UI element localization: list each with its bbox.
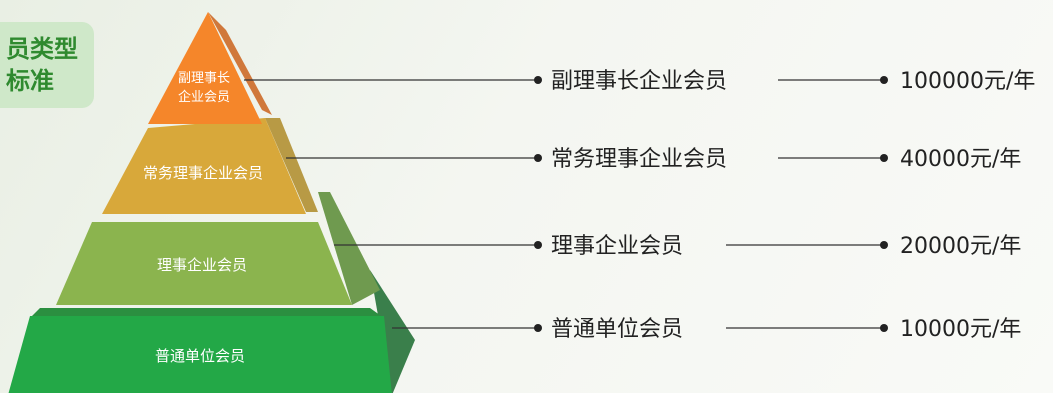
tier-4-connector-dot [534, 324, 542, 332]
tier-3-fee-dot [880, 241, 888, 249]
tier-1-pyramid-label-line1: 副理事长 [178, 71, 230, 86]
tier-4-top-edge [30, 308, 384, 318]
tier-4-pyramid-label: 普通单位会员 [155, 347, 245, 365]
tier-2-connector-dot [534, 154, 542, 162]
tier-2-fee-dot [880, 154, 888, 162]
badge-title-line2: 标准 [6, 67, 54, 95]
tier-2-name: 常务理事企业会员 [551, 147, 727, 172]
tier-1-pyramid-label-line2: 企业会员 [178, 89, 230, 105]
tier-2-fee: 40000元/年 [900, 147, 1021, 172]
tier-4-fee: 10000元/年 [900, 317, 1021, 342]
tier-3-side [318, 192, 380, 305]
tier-1-front [148, 12, 262, 124]
tier-3-connector-dot [534, 241, 542, 249]
tier-3-pyramid-label: 理事企业会员 [157, 256, 247, 274]
tier-4-name: 普通单位会员 [551, 317, 683, 342]
tier-1-fee-dot [880, 76, 888, 84]
tier-1-connector-dot [534, 76, 542, 84]
tier-4-side [370, 270, 415, 393]
tier-1-fee: 100000元/年 [900, 69, 1035, 94]
tier-4-fee-dot [880, 324, 888, 332]
tier-1-name: 副理事长企业会员 [551, 69, 727, 94]
tier-3-name: 理事企业会员 [551, 234, 683, 259]
tier-3-front [56, 222, 352, 305]
tier-3-fee: 20000元/年 [900, 234, 1021, 259]
tier-2-front [102, 118, 306, 214]
tier-4-front [8, 316, 392, 393]
membership-type-badge: 员类型 标准 [0, 22, 94, 108]
tier-2-side [265, 118, 318, 212]
tier-2-pyramid-label: 常务理事企业会员 [143, 164, 263, 182]
badge-title-line1: 员类型 [6, 35, 78, 63]
tier-1-side [208, 12, 272, 115]
